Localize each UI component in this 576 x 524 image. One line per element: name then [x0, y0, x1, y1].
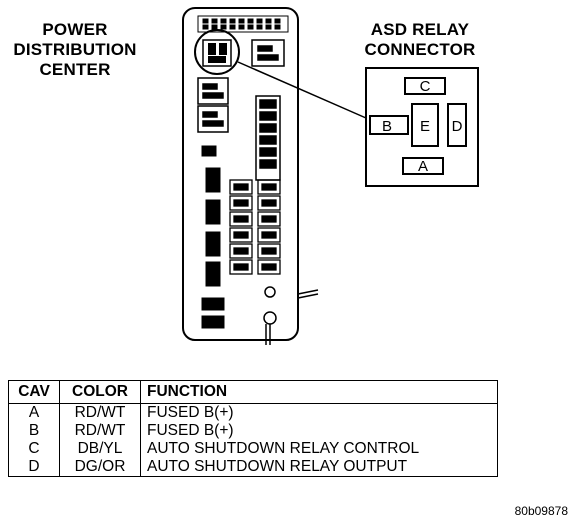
pdc-studs-cables [263, 286, 319, 345]
cavity-d [447, 103, 467, 147]
pdc-small-connectors [201, 145, 225, 329]
table-row: B RD/WT FUSED B(+) [8, 422, 498, 440]
pdc-relays [197, 39, 285, 133]
cavity-c-label: C [420, 78, 431, 95]
header-color: COLOR [59, 380, 141, 404]
pdc-label: POWER DISTRIBUTION CENTER [13, 20, 137, 79]
table-row: C DB/YL AUTO SHUTDOWN RELAY CONTROL [8, 440, 498, 458]
table-row: A RD/WT FUSED B(+) [8, 403, 498, 422]
cavity-c [404, 77, 446, 95]
asd-relay-in-pdc [194, 29, 240, 75]
table-header-row: CAV COLOR FUNCTION [8, 380, 498, 404]
cavity-b-label: B [382, 118, 392, 135]
pdc-housing [182, 7, 299, 341]
header-cav: CAV [8, 380, 60, 404]
asd-relay-connector-label: ASD RELAY CONNECTOR [364, 20, 476, 59]
cavity-a-label: A [418, 158, 428, 175]
pdc-fuse-grid [229, 179, 281, 275]
cavity-d-label: D [452, 118, 463, 135]
figure-code: 80b09878 [514, 504, 568, 518]
table-row: D DG/OR AUTO SHUTDOWN RELAY OUTPUT [8, 458, 498, 477]
pdc-fuse-column [255, 95, 281, 181]
cavity-a [402, 157, 444, 175]
cavity-e [411, 103, 439, 147]
pdc-diagram: C B E D A [182, 7, 479, 345]
cavity-table: CAV COLOR FUNCTION A RD/WT FUSED B(+) B … [8, 380, 498, 477]
leader-line [237, 61, 367, 119]
cavity-e-label: E [420, 118, 430, 135]
header-function: FUNCTION [140, 380, 498, 404]
pdc-top-fuse-row [197, 15, 289, 33]
asd-connector-detail [365, 67, 479, 187]
cavity-b [369, 115, 409, 135]
